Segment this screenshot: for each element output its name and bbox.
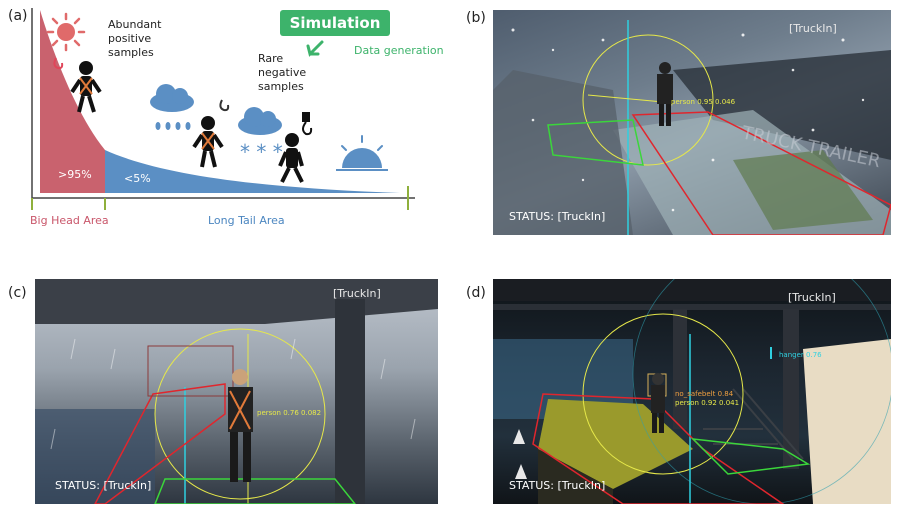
person-figure-d xyxy=(651,373,665,433)
panel-label-b: (b) xyxy=(466,10,486,26)
worker-harness-icon-1 xyxy=(70,61,102,113)
person-figure-c xyxy=(228,369,253,482)
data-generation-label: Data generation xyxy=(354,44,444,57)
hook-icon-2 xyxy=(219,99,230,112)
tail-area-fill xyxy=(105,150,400,193)
state-tag-c: [TruckIn] xyxy=(333,287,381,300)
detection-label-c: person 0.76 0.082 xyxy=(257,409,322,417)
scene-image-c: [TruckIn] STATUS: [TruckIn] person 0.76 … xyxy=(35,279,438,504)
state-tag-b: [TruckIn] xyxy=(789,22,837,35)
arrow-icon xyxy=(306,40,324,57)
rain-cloud-icon xyxy=(150,84,194,130)
scene-image-d: [TruckIn] STATUS: [TruckIn] no_safebelt … xyxy=(493,279,891,504)
hook-icon-1 xyxy=(53,57,64,70)
status-text-d: STATUS: [TruckIn] xyxy=(509,479,606,492)
detection-label-d-person: person 0.92 0.041 xyxy=(675,399,740,407)
person-figure-b xyxy=(657,62,673,126)
worker-walking-icon xyxy=(278,133,304,183)
snow-cloud-icon: * * * xyxy=(238,107,283,164)
state-tag-d: [TruckIn] xyxy=(788,291,836,304)
head-percent: >95% xyxy=(58,168,92,181)
head-area-label: Big Head Area xyxy=(30,214,109,227)
sun-icon xyxy=(46,12,86,52)
panel-label-a: (a) xyxy=(8,8,28,24)
hook-icon-3 xyxy=(302,112,313,136)
panel-a: (a) xyxy=(0,0,450,240)
tail-area-label: Long Tail Area xyxy=(208,214,285,227)
tail-percent: <5% xyxy=(124,172,151,185)
rare-label: Rare negative samples xyxy=(258,52,307,93)
scene-image-b: TRUCK TRAILER [TruckIn] STATUS: [TruckIn… xyxy=(493,10,891,235)
status-text-c: STATUS: [TruckIn] xyxy=(55,479,152,492)
detection-label-b: person 0.95 0.046 xyxy=(671,98,736,106)
sunset-icon xyxy=(336,135,388,171)
simulation-badge: Simulation xyxy=(280,10,390,36)
status-text-b: STATUS: [TruckIn] xyxy=(509,210,606,223)
simulation-badge-label: Simulation xyxy=(289,14,381,32)
scene-overlay-b: TRUCK TRAILER xyxy=(493,20,891,235)
long-tail-chart: * * * xyxy=(31,8,415,210)
abundant-label: Abundant positive samples xyxy=(108,18,162,59)
scene-overlay-d xyxy=(493,279,891,504)
panel-label-c: (c) xyxy=(8,285,27,301)
svg-text:* * *: * * * xyxy=(240,140,283,164)
worker-harness-icon-2 xyxy=(192,116,224,168)
head-area-fill xyxy=(40,10,105,193)
detection-label-d-hanger: hanger 0.76 xyxy=(779,351,822,359)
detection-label-d-safebelt: no_safebelt 0.84 xyxy=(675,390,734,398)
panel-label-d: (d) xyxy=(466,285,486,301)
scene-overlay-c xyxy=(35,279,438,504)
